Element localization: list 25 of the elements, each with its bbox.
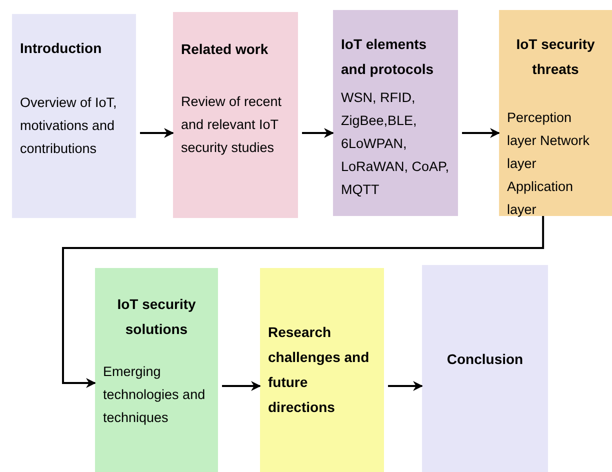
section-heading: IoT security solutions xyxy=(116,295,197,339)
section-heading: Related work xyxy=(181,40,270,59)
section-heading: Research challenges and future directions xyxy=(268,323,370,417)
section-description: Emerging technologies and techniques xyxy=(103,363,206,427)
section-box xyxy=(173,12,298,218)
section-box xyxy=(12,14,136,218)
arrow xyxy=(388,381,423,391)
section-box xyxy=(333,10,458,216)
section-box xyxy=(260,268,384,472)
section-box xyxy=(422,265,548,472)
section-heading: IoT security threats xyxy=(515,35,596,79)
arrow xyxy=(222,381,261,391)
arrow xyxy=(302,128,334,138)
section-box xyxy=(499,10,612,216)
section-heading: Introduction xyxy=(20,39,103,58)
section-box xyxy=(95,268,218,472)
section-heading: Conclusion xyxy=(446,350,524,369)
section-heading: IoT elements and protocols xyxy=(341,35,435,79)
section-description: Perception layer Network layer Application layer xyxy=(507,109,591,219)
arrow xyxy=(62,216,544,388)
section-description: Review of recent and relevant IoT security studies xyxy=(181,93,283,157)
section-description: Overview of IoT, motivations and contributions xyxy=(20,94,118,158)
arrow xyxy=(140,128,174,138)
arrow xyxy=(462,128,500,138)
section-description: WSN, RFID, ZigBee,BLE, 6LoWPAN, LoRaWAN, CoAP, MQTT xyxy=(341,89,450,199)
